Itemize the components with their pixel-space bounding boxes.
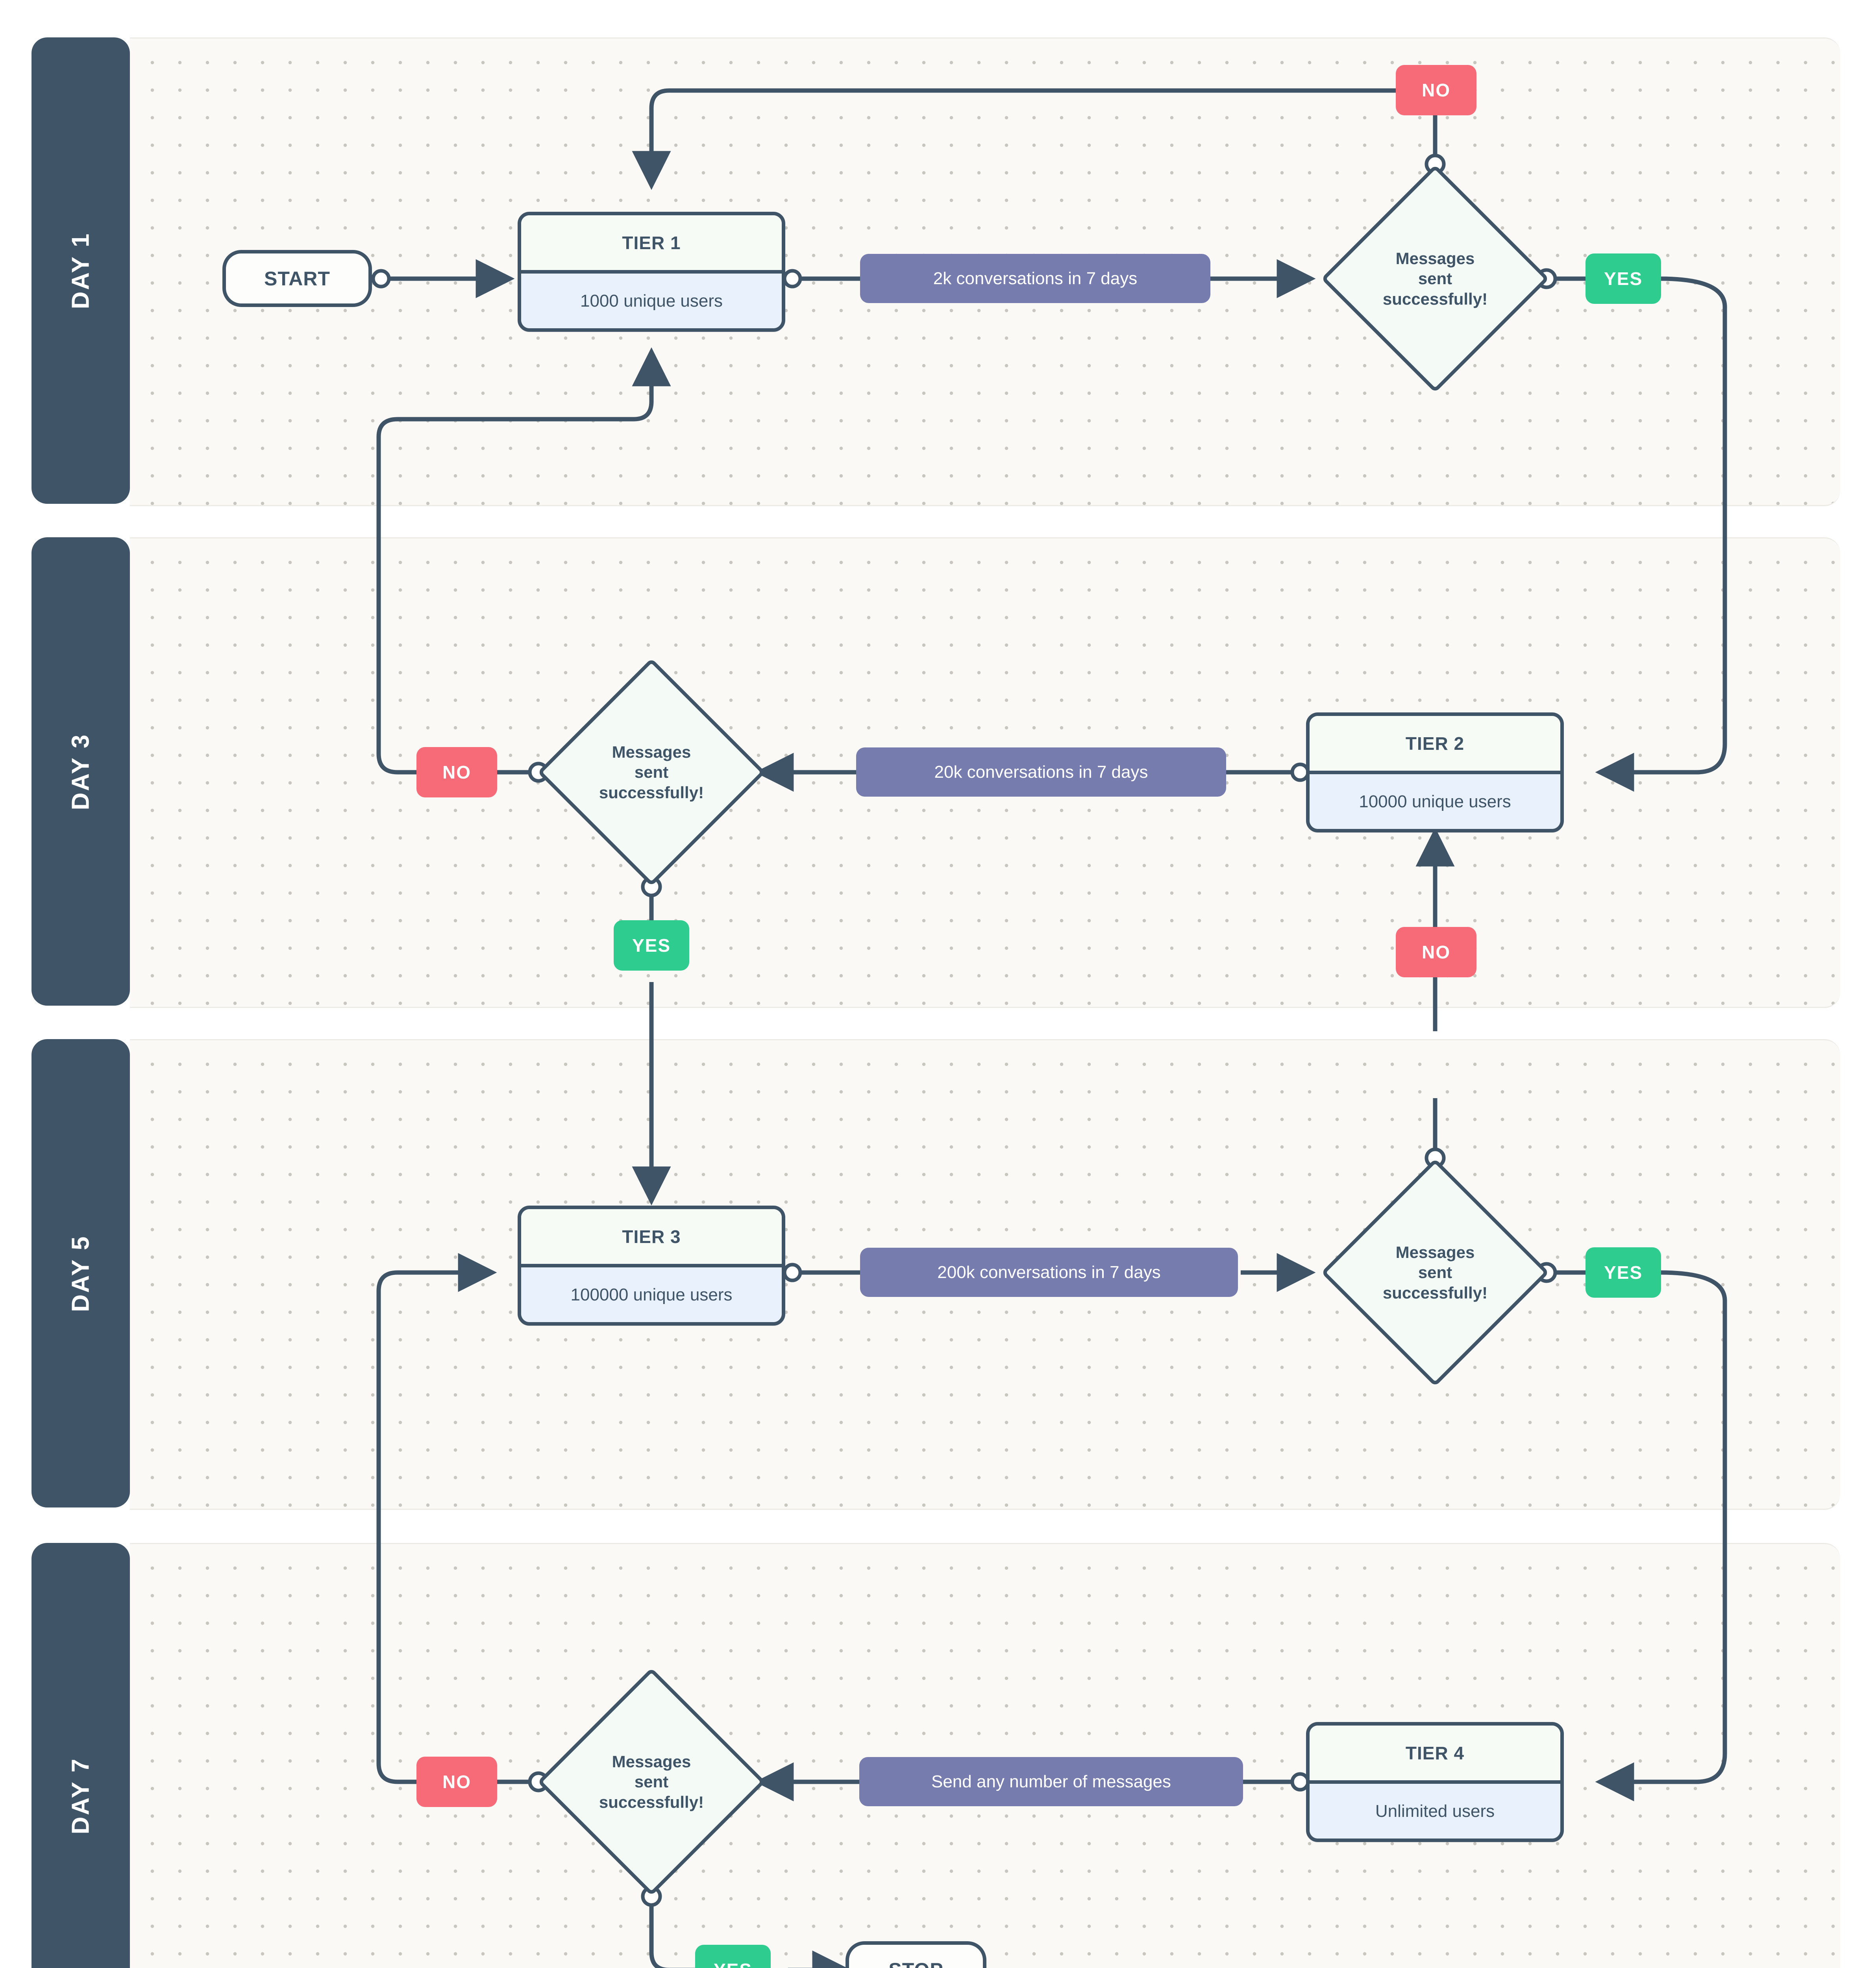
edge-label-yes-day-7-text: YES <box>714 1959 752 1968</box>
edge-label-yes-day-1-text: YES <box>1604 268 1643 289</box>
node-decision-day-1[interactable]: Messages sent successfully! <box>1321 165 1549 393</box>
edge-label-no-day-7: NO <box>416 1757 497 1807</box>
node-tier-2[interactable]: TIER 2 10000 unique users <box>1306 712 1564 832</box>
node-tier-3-title: TIER 3 <box>521 1209 782 1267</box>
edge-label-no-day-5: NO <box>1396 927 1476 977</box>
edge-label-no-day-1: NO <box>1396 65 1476 115</box>
node-decision-day-7[interactable]: Messages sent successfully! <box>537 1668 766 1896</box>
decision-day-7-line-3: successfully! <box>599 1792 704 1811</box>
decision-day-5-line-3: successfully! <box>1382 1283 1488 1302</box>
decision-day-3-line-2: sent <box>634 763 669 782</box>
node-tier-3[interactable]: TIER 3 100000 unique users <box>518 1206 785 1326</box>
edge-label-yes-day-1: YES <box>1586 253 1661 304</box>
node-tier-2-detail: 10000 unique users <box>1310 774 1560 829</box>
swimlane-day-7: DAY 7 <box>31 1543 1840 1968</box>
decision-day-7-line-1: Messages <box>612 1752 691 1771</box>
node-tier-1[interactable]: TIER 1 1000 unique users <box>518 212 785 332</box>
edge-label-yes-day-5-text: YES <box>1604 1262 1643 1283</box>
lane-label-day-1: DAY 1 <box>67 232 94 309</box>
node-tier-3-detail: 100000 unique users <box>521 1267 782 1322</box>
lane-label-day-5: DAY 5 <box>67 1235 94 1312</box>
node-tier-4-title: TIER 4 <box>1310 1726 1560 1784</box>
edge-label-yes-day-3: YES <box>614 920 689 971</box>
edge-label-conversations-tier-1: 2k conversations in 7 days <box>860 254 1210 303</box>
node-decision-day-3[interactable]: Messages sent successfully! <box>537 658 766 886</box>
lane-header-day-1: DAY 1 <box>31 37 130 504</box>
decision-day-3-line-1: Messages <box>612 743 691 762</box>
node-stop[interactable]: STOP <box>845 1941 986 1968</box>
decision-day-5-line-1: Messages <box>1395 1243 1475 1262</box>
edge-label-conversations-tier-3-text: 200k conversations in 7 days <box>937 1262 1161 1282</box>
edge-label-yes-day-5: YES <box>1586 1247 1661 1298</box>
edge-label-yes-day-7: YES <box>695 1945 771 1968</box>
lane-header-day-5: DAY 5 <box>31 1039 130 1507</box>
edge-label-messages-tier-4: Send any number of messages <box>859 1757 1243 1806</box>
node-stop-label: STOP <box>888 1959 943 1968</box>
node-decision-day-3-text: Messages sent successfully! <box>587 742 716 803</box>
node-tier-2-title: TIER 2 <box>1310 716 1560 774</box>
node-decision-day-7-text: Messages sent successfully! <box>587 1752 716 1812</box>
edge-label-no-day-7-text: NO <box>442 1772 471 1792</box>
edge-label-no-day-5-text: NO <box>1422 942 1450 962</box>
decision-day-1-line-3: successfully! <box>1382 289 1488 308</box>
edge-label-yes-day-3-text: YES <box>632 935 671 956</box>
lane-header-day-3: DAY 3 <box>31 537 130 1006</box>
decision-day-3-line-3: successfully! <box>599 783 704 802</box>
lane-body-day-7 <box>130 1543 1840 1968</box>
edge-label-conversations-tier-2: 20k conversations in 7 days <box>856 747 1226 797</box>
node-tier-1-title: TIER 1 <box>521 215 782 274</box>
lane-label-day-3: DAY 3 <box>67 733 94 810</box>
decision-day-1-line-2: sent <box>1418 269 1452 288</box>
edge-label-no-day-1-text: NO <box>1422 80 1450 100</box>
edge-label-conversations-tier-2-text: 20k conversations in 7 days <box>934 762 1148 782</box>
decision-day-7-line-2: sent <box>634 1772 669 1791</box>
edge-label-conversations-tier-1-text: 2k conversations in 7 days <box>933 268 1138 288</box>
edge-label-messages-tier-4-text: Send any number of messages <box>931 1772 1171 1791</box>
decision-day-5-line-2: sent <box>1418 1263 1452 1282</box>
node-decision-day-5-text: Messages sent successfully! <box>1371 1242 1500 1303</box>
lane-header-day-7: DAY 7 <box>31 1543 130 1968</box>
edge-label-conversations-tier-3: 200k conversations in 7 days <box>860 1248 1238 1297</box>
node-tier-1-detail: 1000 unique users <box>521 274 782 328</box>
node-decision-day-1-text: Messages sent successfully! <box>1371 248 1500 309</box>
node-decision-day-5[interactable]: Messages sent successfully! <box>1321 1158 1549 1387</box>
decision-day-1-line-1: Messages <box>1395 249 1475 268</box>
node-tier-4-detail: Unlimited users <box>1310 1784 1560 1839</box>
edge-label-no-day-3-text: NO <box>442 762 471 782</box>
lane-label-day-7: DAY 7 <box>67 1757 94 1835</box>
node-tier-4[interactable]: TIER 4 Unlimited users <box>1306 1722 1564 1842</box>
node-start-label: START <box>264 267 330 290</box>
edge-label-no-day-3: NO <box>416 747 497 797</box>
node-start[interactable]: START <box>222 250 372 307</box>
